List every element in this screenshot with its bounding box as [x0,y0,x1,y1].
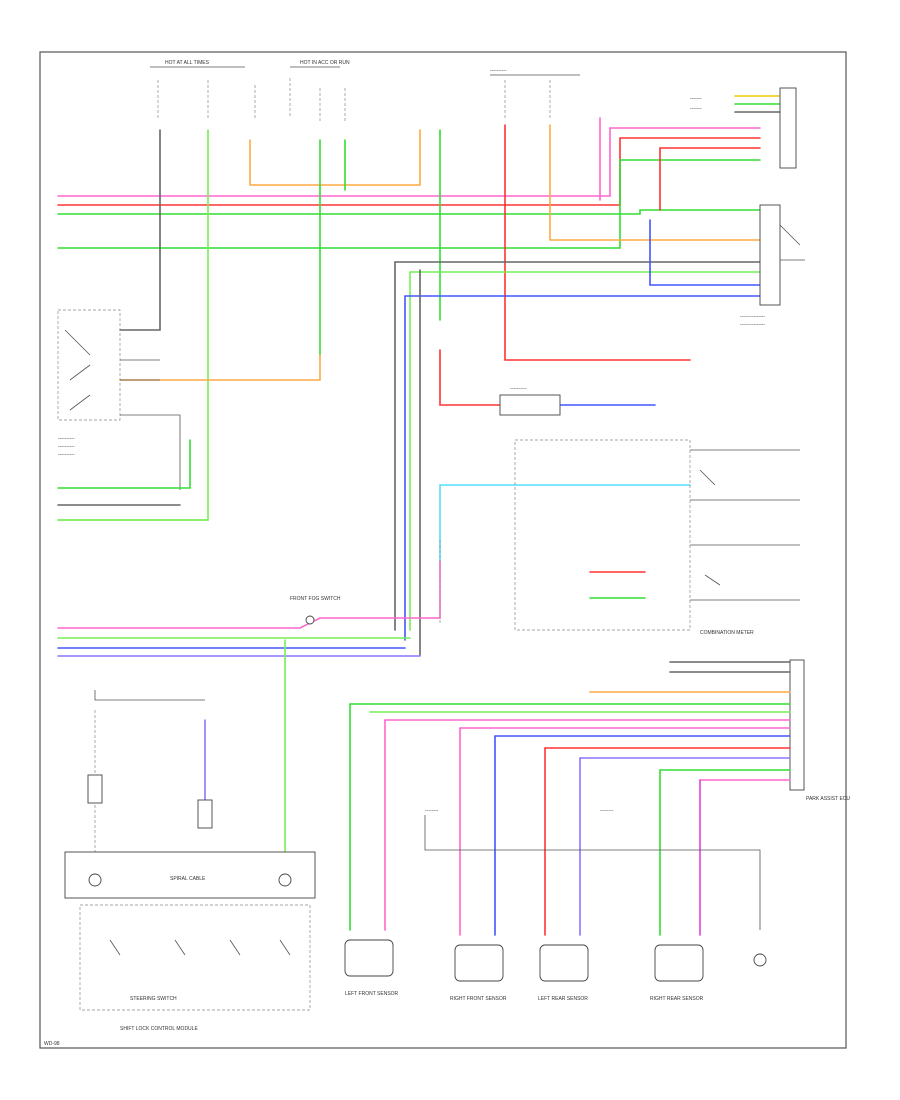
vertical-wires-top [57,124,771,521]
svg-text:--------: -------- [425,808,439,814]
svg-text:LEFT REAR SENSOR: LEFT REAR SENSOR [538,996,588,1002]
sensors: LEFT FRONT SENSOR RIGHT FRONT SENSOR LEF… [344,939,767,1002]
label-hot-in-run: HOT IN ACC OR RUN [300,60,350,66]
label-hot-at-all: HOT AT ALL TIMES [165,60,210,66]
sensor-right-front: RIGHT FRONT SENSOR [450,944,507,1002]
sensor-left-rear: LEFT REAR SENSOR [538,944,589,1002]
center-cluster: ---------- [439,349,691,625]
footer-code: WD-98 [44,1041,60,1047]
sensor-right-rear: RIGHT REAR SENSOR [650,944,704,1002]
svg-text:----------: ---------- [510,386,527,392]
label-top-right: ---------- [490,68,507,74]
svg-text:---------------: --------------- [740,322,765,328]
left-lower-wires [57,439,209,521]
sensor-left-front: LEFT FRONT SENSOR [344,939,399,997]
svg-text:RIGHT FRONT SENSOR: RIGHT FRONT SENSOR [450,996,507,1002]
diagram-frame [39,51,847,1049]
combination-meter-region: COMBINATION METER [514,439,800,636]
label-control-module: SHIFT LOCK CONTROL MODULE [120,1026,198,1032]
svg-text:-------: ------- [690,106,702,112]
svg-text:----------: ---------- [58,436,75,442]
label-steering-switch: STEERING SWITCH [130,996,177,1002]
label-fog-switch: FRONT FOG SWITCH [290,596,341,602]
svg-text:LEFT FRONT SENSOR: LEFT FRONT SENSOR [345,991,399,997]
svg-text:---------------: --------------- [740,314,765,320]
svg-text:-------: ------- [690,96,702,102]
svg-text:RIGHT REAR SENSOR: RIGHT REAR SENSOR [650,996,704,1002]
svg-text:----------: ---------- [58,452,75,458]
left-relay: ---------- ---------- ---------- [57,309,181,490]
fog-switch-junction: FRONT FOG SWITCH [57,559,441,881]
top-labels: HOT AT ALL TIMES HOT IN ACC OR RUN -----… [150,60,580,123]
spiral-cable-box [64,851,316,899]
label-spiral-cable: SPIRAL CABLE [170,876,206,882]
label-combination-meter: COMBINATION METER [700,630,754,636]
right-long-wires [394,219,771,656]
steering-switch-block: SPIRAL CABLE STEERING SWITCH SHIFT LOCK … [64,690,316,1032]
top-right-connectors: ------- ------- [690,87,797,169]
ecu-connector-bank: PARK ASSIST ECU [349,659,850,802]
label-park-assist-ecu: PARK ASSIST ECU [806,796,850,802]
connector-top-right [779,87,797,169]
svg-text:----------: ---------- [58,444,75,450]
main-bus [57,117,771,249]
svg-text:--------: -------- [600,808,614,814]
ecu-connector [789,659,805,791]
sensor-drop-wires: -------- -------- [349,703,761,936]
right-relay: --------------- --------------- [740,204,805,328]
